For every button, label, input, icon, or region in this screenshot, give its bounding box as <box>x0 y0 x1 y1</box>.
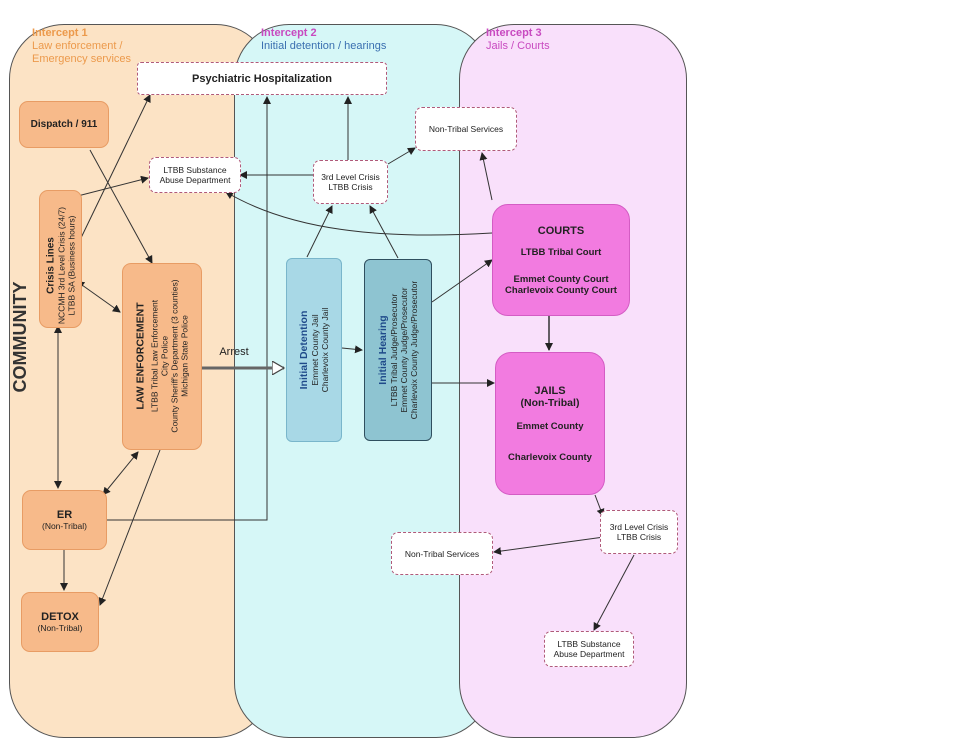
crisis-lines-node <box>39 190 82 328</box>
law-enforcement-text: LAW ENFORCEMENT LTBB Tribal Law Enforcem… <box>134 279 189 433</box>
psychiatric-hospitalization-node: Psychiatric Hospitalization <box>137 62 387 95</box>
initial-hearing-text: Initial Hearing LTBB Tribal Judge/Prosec… <box>377 280 419 420</box>
intercept-2-title: Intercept 2 Initial detention / hearings <box>261 27 387 52</box>
law-enforcement-node <box>122 263 202 450</box>
ltbb-substance-abuse-node-top: LTBB Substance Abuse Department <box>149 157 241 193</box>
intercept-3-title: Intercept 3 Jails / Courts <box>486 27 550 52</box>
non-tribal-services-node-bottom: Non-Tribal Services <box>391 532 493 575</box>
arrest-label: Arrest <box>219 346 249 358</box>
non-tribal-services-node-top: Non-Tribal Services <box>415 107 517 151</box>
initial-hearing-node <box>364 259 432 441</box>
initial-detention-node <box>286 258 342 442</box>
jails-node: JAILS (Non-Tribal) Emmet County Charlevo… <box>495 352 605 495</box>
crisis-bottom-node: 3rd Level Crisis LTBB Crisis <box>600 510 678 554</box>
crisis-mid-node: 3rd Level Crisis LTBB Crisis <box>313 160 388 204</box>
ltbb-substance-abuse-node-bottom: LTBB Substance Abuse Department <box>544 631 634 667</box>
initial-detention-text: Initial Detention Emmet County Jail Char… <box>298 307 330 393</box>
crisis-lines-text: Crisis Lines NCCMH 3rd Level Crisis (24/… <box>45 206 77 325</box>
detox-node: DETOX (Non-Tribal) <box>21 592 99 652</box>
courts-node: COURTS LTBB Tribal Court Emmet County Co… <box>492 204 630 316</box>
intercept-1-title: Intercept 1 Law enforcement / Emergency … <box>32 27 132 65</box>
dispatch-911-node: Dispatch / 911 <box>19 101 109 148</box>
er-node: ER (Non-Tribal) <box>22 490 107 550</box>
